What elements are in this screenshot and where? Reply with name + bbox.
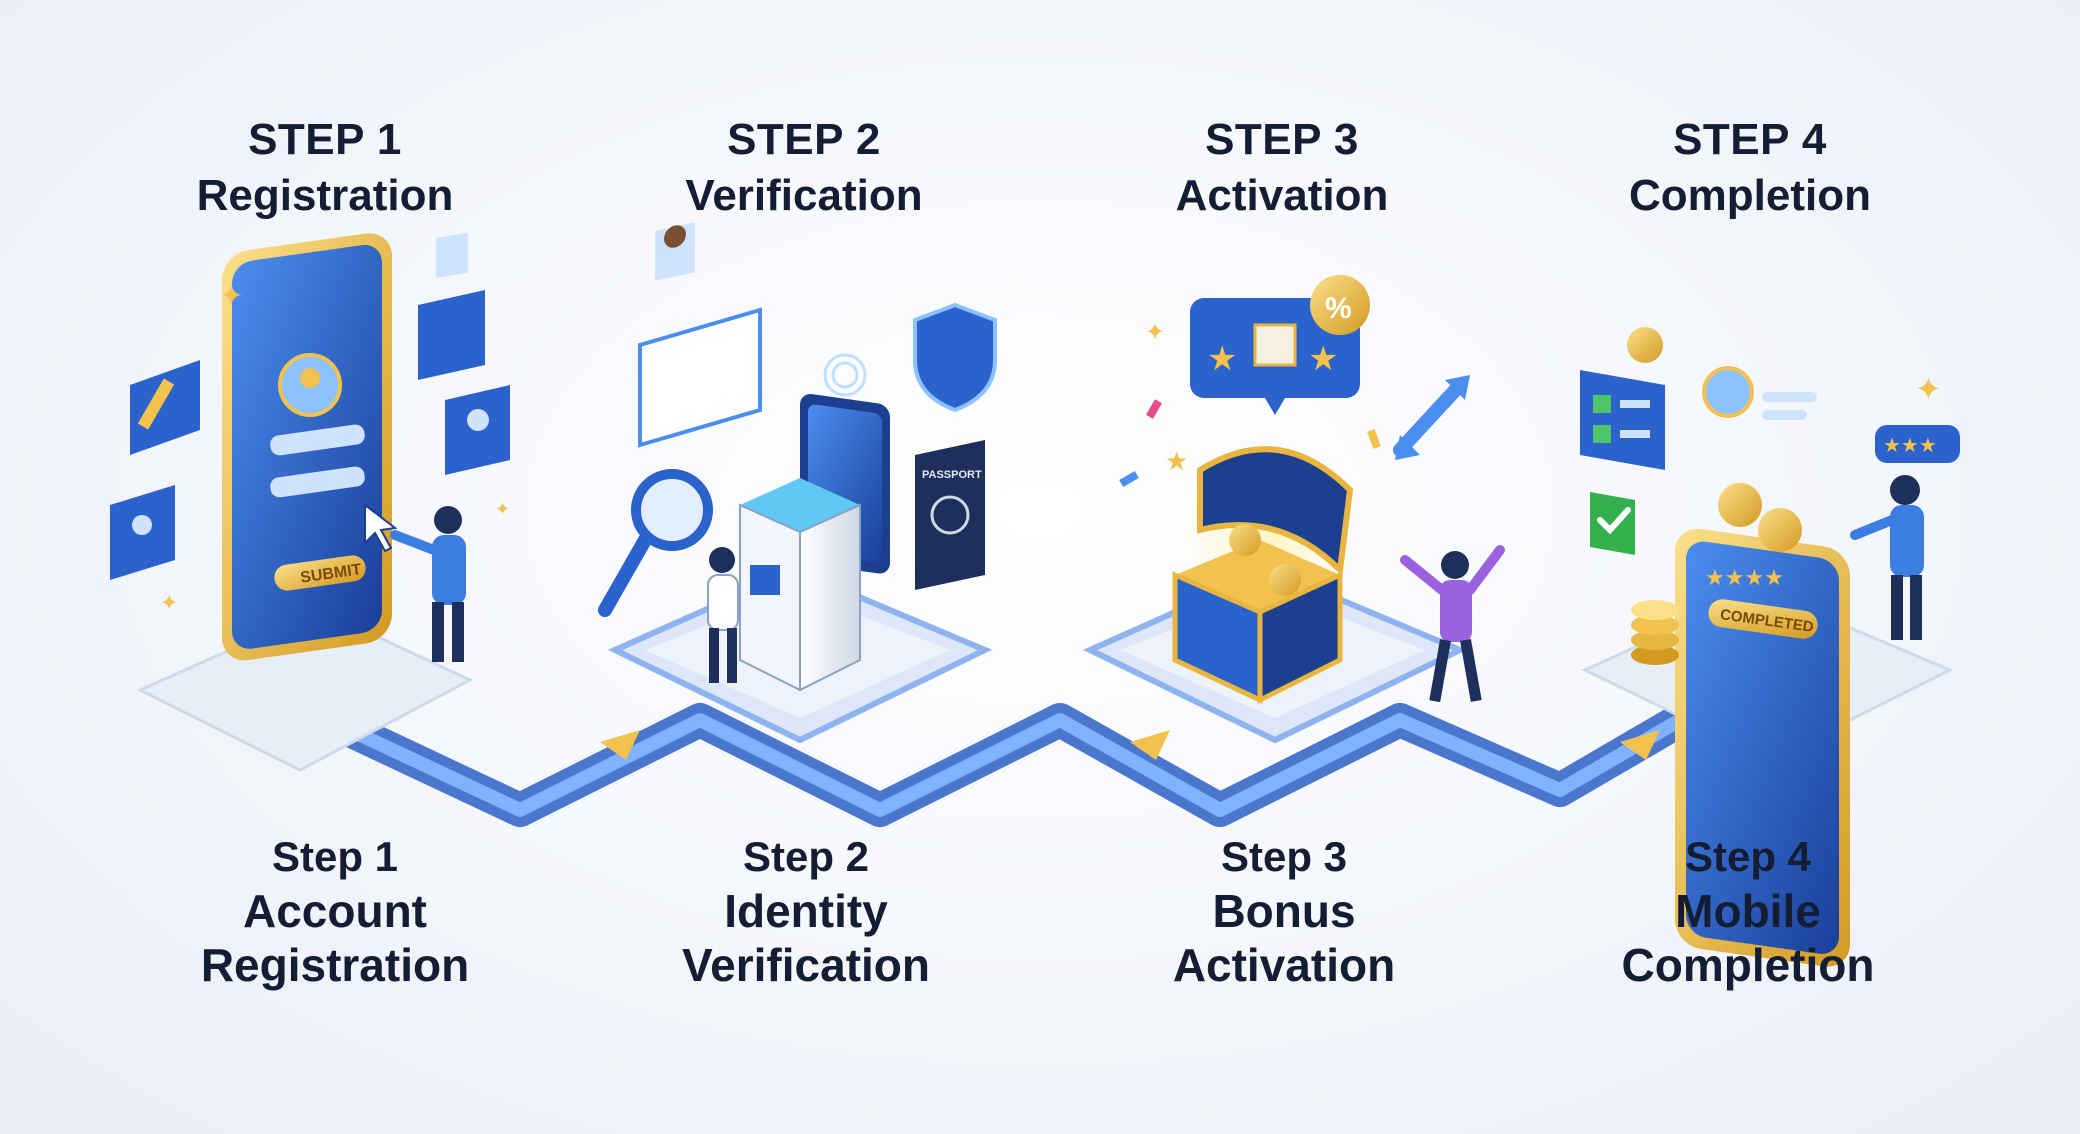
- step-4-caption: Step 4 Mobile Completion: [1538, 830, 1958, 992]
- svg-text:✦: ✦: [1915, 370, 1942, 408]
- caption-line: Identity: [724, 885, 888, 937]
- step4-illustration: ★★★★ COMPLETED ★★★: [1580, 327, 1960, 967]
- caption-step: Step 1: [271, 833, 399, 880]
- step-title: Verification: [685, 171, 923, 220]
- caption-title: Identity Verification: [596, 884, 1016, 992]
- cursor-icon: [364, 502, 398, 553]
- passport-icon: PASSPORT: [915, 440, 985, 590]
- checklist-card-icon: [1580, 370, 1665, 470]
- step-1-heading: STEP 1 Registration: [115, 112, 535, 224]
- step-3-heading: STEP 3 Activation: [1072, 112, 1492, 224]
- caption-line: Mobile: [1675, 885, 1821, 937]
- svg-text:★: ★: [1308, 339, 1338, 379]
- step-number: STEP 3: [1205, 115, 1359, 164]
- rating-stars-icon: ★★★: [1875, 425, 1960, 463]
- arrow-icon: [1130, 730, 1170, 760]
- user-card-icon: [110, 485, 175, 580]
- step-4-heading: STEP 4 Completion: [1540, 112, 1960, 224]
- arrow-icon: [1620, 730, 1660, 760]
- step-title: Completion: [1629, 171, 1871, 220]
- user-form-icon: SUBMIT: [270, 353, 366, 591]
- step-2-caption: Step 2 Identity Verification: [596, 830, 1016, 992]
- caption-line: Registration: [200, 939, 470, 991]
- caption-line: Bonus: [1212, 885, 1356, 937]
- coin-stack-icon: [1627, 327, 1679, 665]
- arrows-icon: [1393, 375, 1470, 460]
- phone-icon: ★★★★ COMPLETED: [1675, 366, 1850, 967]
- cheering-person-icon: [1400, 545, 1505, 703]
- document-icon: [418, 232, 485, 380]
- caption-line: Completion: [1621, 939, 1875, 991]
- svg-text:★★★: ★★★: [1883, 433, 1937, 457]
- step2-illustration: PASSPORT: [598, 222, 997, 692]
- caption-title: Mobile Completion: [1538, 884, 1958, 992]
- step-number: STEP 1: [248, 115, 402, 164]
- caption-step: Step 2: [742, 833, 870, 880]
- connector-path: [342, 703, 1689, 827]
- svg-text:✦: ✦: [495, 499, 510, 520]
- magnifier-icon: [598, 469, 713, 617]
- svg-text:✦: ✦: [1145, 318, 1165, 346]
- step-title: Activation: [1175, 171, 1389, 220]
- step-title: Registration: [196, 171, 454, 220]
- caption-step: Step 4: [1684, 833, 1812, 880]
- caption-title: Account Registration: [125, 884, 545, 992]
- svg-text:✦: ✦: [220, 279, 243, 312]
- coin-icon: [1229, 524, 1301, 596]
- treasure-chest-icon: [1172, 446, 1360, 705]
- svg-text:★★★★: ★★★★: [1705, 566, 1784, 591]
- step-number: STEP 4: [1673, 115, 1827, 164]
- step-2-heading: STEP 2 Verification: [594, 112, 1014, 224]
- id-card-icon: [638, 222, 762, 448]
- person-icon: [1850, 475, 1924, 640]
- caption-line: Activation: [1172, 939, 1396, 991]
- step-number: STEP 2: [727, 115, 881, 164]
- percent-badge-icon: %: [1310, 275, 1370, 335]
- svg-text:PASSPORT: PASSPORT: [922, 469, 982, 481]
- user-card-icon: [445, 385, 510, 475]
- caption-title: Bonus Activation: [1074, 884, 1494, 992]
- svg-text:★: ★: [1165, 447, 1188, 477]
- step3-illustration: ★ ★ % ✦ ★: [1119, 275, 1505, 705]
- caption-line: Account: [243, 885, 427, 937]
- pencil-icon: [130, 360, 200, 455]
- scanner-kiosk-icon: [739, 478, 861, 692]
- caption-step: Step 3: [1220, 833, 1348, 880]
- arrow-icon: [600, 730, 640, 760]
- person-icon: [390, 506, 466, 662]
- person-icon: [707, 547, 739, 683]
- svg-text:✦: ✦: [160, 591, 178, 616]
- step1-illustration: SUBMIT ✦ ✦ ✦: [110, 232, 510, 662]
- check-badge-icon: [1590, 492, 1635, 555]
- caption-line: Verification: [682, 939, 930, 991]
- step-1-caption: Step 1 Account Registration: [125, 830, 545, 992]
- step-3-caption: Step 3 Bonus Activation: [1074, 830, 1494, 992]
- shield-icon: [913, 302, 997, 413]
- confetti-icon: ✦ ★: [1119, 318, 1381, 487]
- svg-text:%: %: [1325, 292, 1352, 325]
- svg-text:★: ★: [1207, 339, 1237, 379]
